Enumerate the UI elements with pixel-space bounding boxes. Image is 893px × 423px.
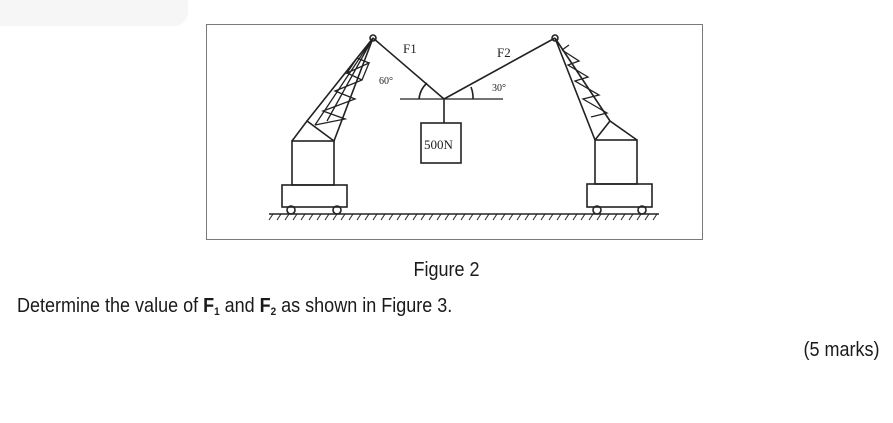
question-text: Determine the value of F1 and F2 as show… [17, 295, 452, 318]
cable-f2 [443, 37, 556, 100]
figure-caption: Figure 2 [413, 259, 480, 281]
angle-arc-60 [418, 82, 428, 100]
label-f2: F2 [497, 45, 511, 60]
crane-diagram: F1 F2 60° 30° 500N [268, 34, 659, 221]
load-box [420, 122, 462, 164]
ground-hatching [268, 213, 658, 221]
angle-arc-30 [470, 86, 474, 100]
top-bar [0, 0, 188, 26]
label-angle-30: 30° [492, 83, 506, 94]
question-suffix: as shown in Figure 3. [276, 295, 453, 317]
f2-symbol: F2 [259, 295, 277, 318]
question-prefix: Determine the value of [17, 295, 204, 317]
cable-f1 [372, 37, 445, 100]
label-load: 500N [424, 137, 454, 152]
question-middle: and [219, 295, 260, 317]
marks-label: (5 marks) [802, 339, 879, 361]
f1-symbol: F1 [203, 295, 220, 318]
right-crane [551, 34, 653, 215]
label-f1: F1 [403, 41, 417, 56]
figure-2-diagram: F1 F2 60° 30° 500N [206, 24, 703, 240]
left-crane [281, 34, 377, 215]
label-angle-60: 60° [379, 76, 393, 87]
